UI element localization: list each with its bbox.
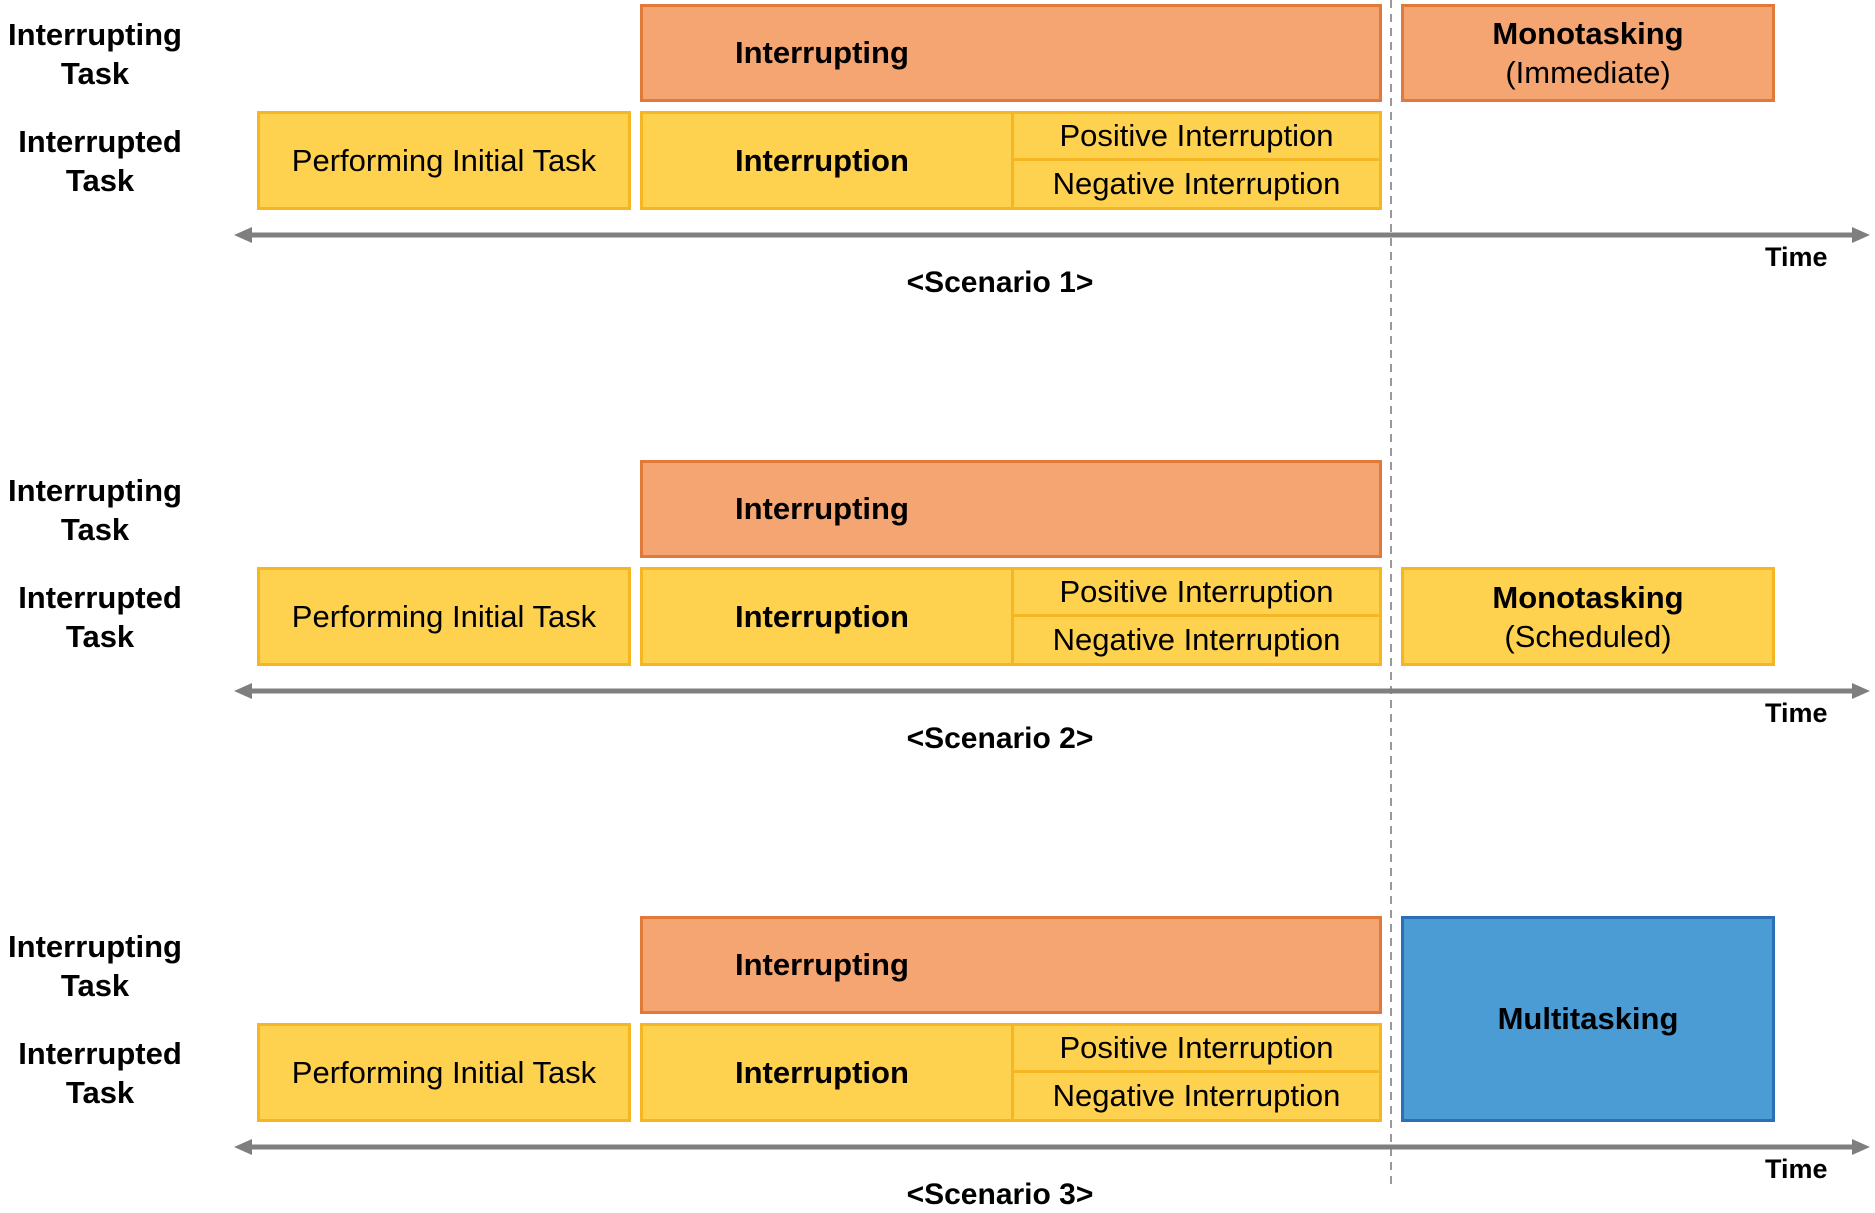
outcome-title: Monotasking xyxy=(1492,579,1684,615)
scenario-1: Interrupting Task Interrupted Task Inter… xyxy=(0,0,1875,300)
negative-interruption-cell: Negative Interruption xyxy=(1014,1073,1379,1120)
outcome-monotasking-scheduled-box: Monotasking (Scheduled) xyxy=(1401,567,1775,666)
row-label-interrupted-task: Interrupted Task xyxy=(18,580,182,654)
interruption-type-box: Positive Interruption Negative Interrupt… xyxy=(1011,1023,1382,1122)
interruption-label: Interruption xyxy=(735,598,909,634)
interruption-box: Interruption xyxy=(640,1023,1014,1122)
interruption-box: Interruption xyxy=(640,567,1014,666)
scenario-caption: <Scenario 3> xyxy=(906,1178,1094,1211)
outcome-multitasking-box: Multitasking xyxy=(1401,916,1775,1122)
interrupting-box: Interrupting xyxy=(640,4,1382,102)
interruption-label: Interruption xyxy=(735,1054,909,1090)
negative-interruption-label: Negative Interruption xyxy=(1052,1077,1341,1113)
time-axis-arrow xyxy=(234,227,1870,243)
positive-interruption-label: Positive Interruption xyxy=(1059,1029,1334,1065)
outcome-title: Monotasking xyxy=(1492,16,1684,51)
row-label-interrupting-task: Interrupting Task xyxy=(8,473,182,547)
interrupting-box: Interrupting xyxy=(640,916,1382,1014)
time-axis-arrow xyxy=(234,683,1870,699)
interruption-box: Interruption xyxy=(640,111,1014,210)
scenario-caption: <Scenario 2> xyxy=(906,722,1094,755)
scenario-3: Interrupting Task Interrupted Task Inter… xyxy=(0,912,1875,1212)
positive-interruption-label: Positive Interruption xyxy=(1059,573,1334,609)
scenario-2: Interrupting Task Interrupted Task Inter… xyxy=(0,456,1875,756)
interruption-type-box: Positive Interruption Negative Interrupt… xyxy=(1011,111,1382,210)
interrupting-label: Interrupting xyxy=(735,491,909,526)
row-label-interrupted-task: Interrupted Task xyxy=(18,124,182,198)
scenario-caption: <Scenario 1> xyxy=(906,266,1094,299)
initial-task-label: Performing Initial Task xyxy=(291,598,597,634)
positive-interruption-cell: Positive Interruption xyxy=(1014,570,1379,617)
initial-task-box: Performing Initial Task xyxy=(257,1023,631,1122)
initial-task-label: Performing Initial Task xyxy=(291,1054,597,1090)
positive-interruption-cell: Positive Interruption xyxy=(1014,1026,1379,1073)
outcome-monotasking-immediate-box: Monotasking (Immediate) xyxy=(1401,4,1775,102)
negative-interruption-cell: Negative Interruption xyxy=(1014,161,1379,208)
time-axis-label: Time xyxy=(1765,242,1828,272)
outcome-subtitle: (Immediate) xyxy=(1505,55,1671,90)
interrupting-label: Interrupting xyxy=(735,947,909,982)
interruption-type-box: Positive Interruption Negative Interrupt… xyxy=(1011,567,1382,666)
initial-task-label: Performing Initial Task xyxy=(291,142,597,178)
positive-interruption-cell: Positive Interruption xyxy=(1014,114,1379,161)
positive-interruption-label: Positive Interruption xyxy=(1059,117,1334,153)
interruption-label: Interruption xyxy=(735,142,909,178)
row-label-interrupting-task: Interrupting Task xyxy=(8,17,182,91)
initial-task-box: Performing Initial Task xyxy=(257,567,631,666)
time-divider-dashed-line xyxy=(1390,0,1392,1185)
time-axis-label: Time xyxy=(1765,698,1828,728)
negative-interruption-cell: Negative Interruption xyxy=(1014,617,1379,664)
outcome-subtitle: (Scheduled) xyxy=(1504,618,1672,654)
interrupting-box: Interrupting xyxy=(640,460,1382,558)
interrupting-label: Interrupting xyxy=(735,35,909,70)
negative-interruption-label: Negative Interruption xyxy=(1052,621,1341,657)
outcome-title: Multitasking xyxy=(1497,1001,1679,1036)
row-label-interrupted-task: Interrupted Task xyxy=(18,1036,182,1110)
initial-task-box: Performing Initial Task xyxy=(257,111,631,210)
time-axis-label: Time xyxy=(1765,1154,1828,1184)
negative-interruption-label: Negative Interruption xyxy=(1052,165,1341,201)
row-label-interrupting-task: Interrupting Task xyxy=(8,929,182,1003)
time-axis-arrow xyxy=(234,1139,1870,1155)
